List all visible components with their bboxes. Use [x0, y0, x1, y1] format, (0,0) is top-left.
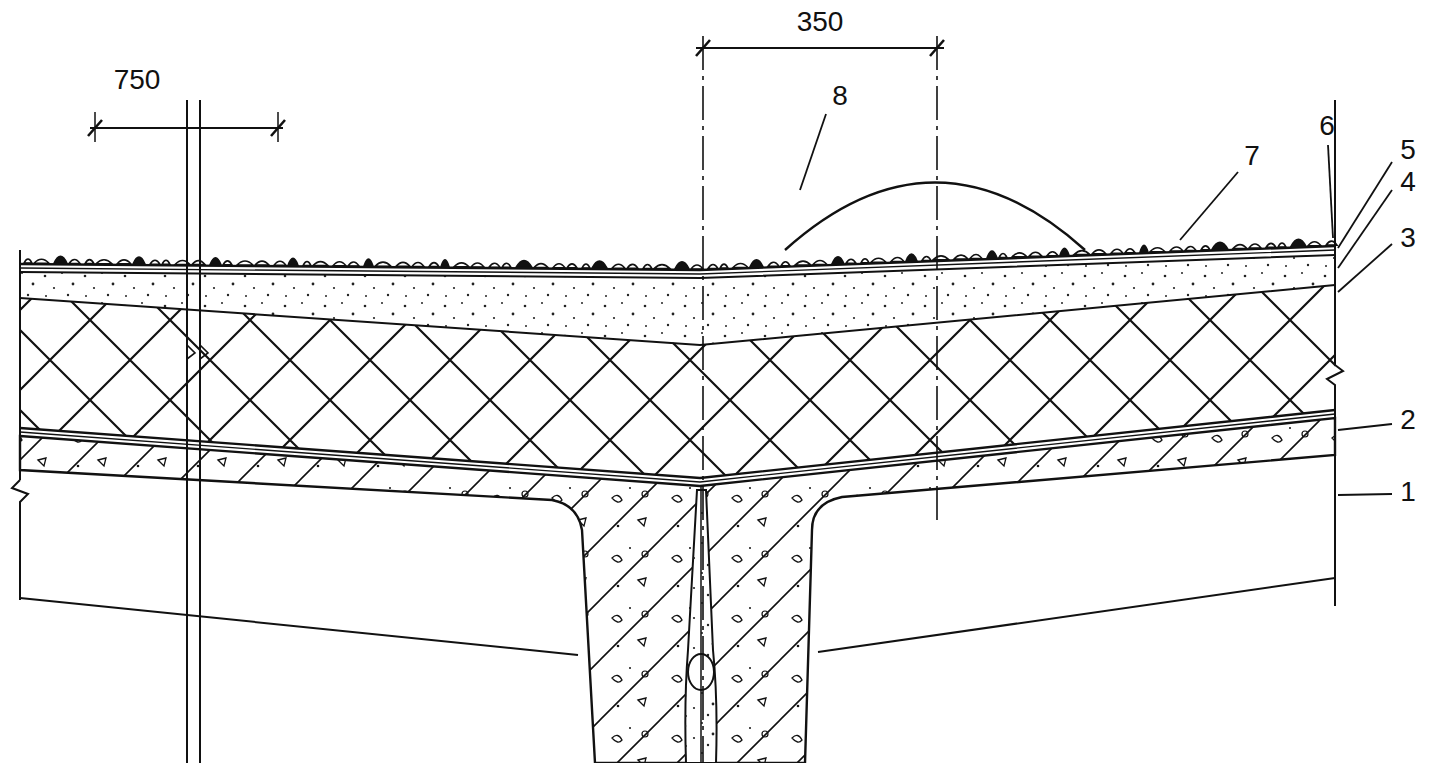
- gravel-grain: [1092, 250, 1106, 254]
- callout-number: 2: [1400, 406, 1416, 434]
- gravel-grain: [96, 260, 112, 264]
- gravel-grain: [375, 262, 391, 266]
- gravel-grain: [720, 264, 728, 268]
- gravel-grain: [1291, 239, 1306, 246]
- gravel-grain: [1012, 253, 1027, 257]
- gravel-grain: [1029, 252, 1042, 256]
- gravel-grain: [691, 265, 703, 269]
- gravel-grain: [441, 260, 449, 267]
- gravel-grain: [1060, 248, 1069, 255]
- gravel-grain: [1125, 249, 1135, 253]
- gravel-grain: [612, 264, 625, 268]
- gravel-grain: [627, 264, 638, 268]
- gravel-grain: [454, 263, 469, 267]
- gravel-grain: [832, 257, 844, 264]
- gravel-grain: [1150, 248, 1165, 252]
- gravel-grain: [906, 254, 917, 261]
- gravel-grain: [933, 256, 949, 260]
- gravel-grain: [210, 258, 221, 265]
- gravel-grain: [85, 260, 94, 264]
- gravel-grain: [1278, 243, 1286, 247]
- gravel-grain: [1170, 247, 1183, 251]
- gravel-grain: [1047, 252, 1058, 256]
- gravel-grain: [1201, 246, 1210, 250]
- gravel-grain: [654, 265, 670, 269]
- callout-number: 1: [1400, 478, 1416, 506]
- gravel-grain: [1249, 244, 1261, 248]
- gravel-grain: [162, 260, 170, 264]
- gravel-grain: [502, 263, 511, 267]
- gravel-grain: [255, 261, 269, 265]
- gravel-grain: [567, 264, 577, 268]
- gravel-grain: [333, 262, 346, 266]
- gravel-grain: [813, 260, 827, 264]
- callout-number: 3: [1400, 224, 1416, 252]
- gravel-grain: [24, 259, 32, 263]
- gravel-grain: [846, 259, 856, 263]
- gravel-grain: [534, 264, 548, 268]
- gravel-grain: [364, 259, 373, 266]
- gravel-grain: [1185, 246, 1196, 250]
- callout-number: 8: [832, 82, 848, 110]
- callout-number: 6: [1319, 112, 1335, 140]
- gravel-grain: [891, 258, 904, 262]
- gravel-grain: [1140, 245, 1148, 252]
- gravel-grain: [553, 264, 565, 268]
- callout-number: 7: [1244, 142, 1260, 170]
- gravel-grain: [489, 263, 500, 267]
- gravel-grain: [396, 262, 410, 266]
- gravel-grain: [175, 260, 190, 264]
- gravel-grain: [69, 259, 80, 263]
- gravel-grain: [768, 262, 779, 266]
- callout-number: 4: [1400, 168, 1416, 196]
- gravel-grain: [348, 262, 359, 266]
- gravel-grain: [922, 256, 931, 260]
- gravel-grain: [150, 260, 160, 264]
- gravel-grain: [429, 263, 439, 267]
- gravel-grain: [1308, 242, 1321, 246]
- gravel-grain: [861, 259, 869, 263]
- gravel-grain: [412, 263, 424, 267]
- gravel-grain: [192, 261, 205, 265]
- gravel-grain: [675, 262, 689, 269]
- gravel-grain: [1266, 243, 1276, 247]
- gravel-grain: [288, 258, 298, 265]
- gravel-grain: [708, 265, 718, 269]
- gravel-grain: [471, 263, 484, 267]
- gravel-grain: [643, 265, 652, 269]
- gravel-grain: [1111, 249, 1123, 253]
- gravel-grain: [970, 255, 982, 259]
- gravel-grain: [237, 261, 253, 265]
- gravel-grain: [795, 261, 811, 265]
- gravel-grain: [582, 264, 590, 268]
- gravel-grain: [954, 255, 968, 259]
- gravel-grain: [274, 261, 286, 265]
- gravel-grain: [1212, 242, 1228, 249]
- gravel-grain: [1074, 251, 1090, 255]
- callout-number: 5: [1400, 136, 1416, 164]
- dimension-text: 750: [114, 66, 161, 94]
- dimension-text: 350: [797, 8, 844, 36]
- gravel-grain: [750, 260, 763, 267]
- gravel-grain: [313, 262, 328, 266]
- gravel-grain: [303, 262, 311, 266]
- gravel-grain: [871, 258, 886, 262]
- gravel-grain: [733, 263, 748, 267]
- gravel-grain: [117, 260, 131, 264]
- gravel-grain: [54, 256, 67, 263]
- gravel-grain: [999, 254, 1007, 258]
- gravel-grain: [592, 261, 607, 268]
- gravel-grain: [133, 257, 145, 264]
- gravel-grain: [781, 262, 790, 266]
- gravel-grain: [516, 260, 532, 267]
- gravel-grain: [987, 251, 997, 258]
- gravel-grain: [1233, 245, 1247, 249]
- gravel-grain: [1326, 241, 1337, 245]
- gravel-grain: [223, 261, 232, 265]
- gravel-grain: [34, 259, 49, 263]
